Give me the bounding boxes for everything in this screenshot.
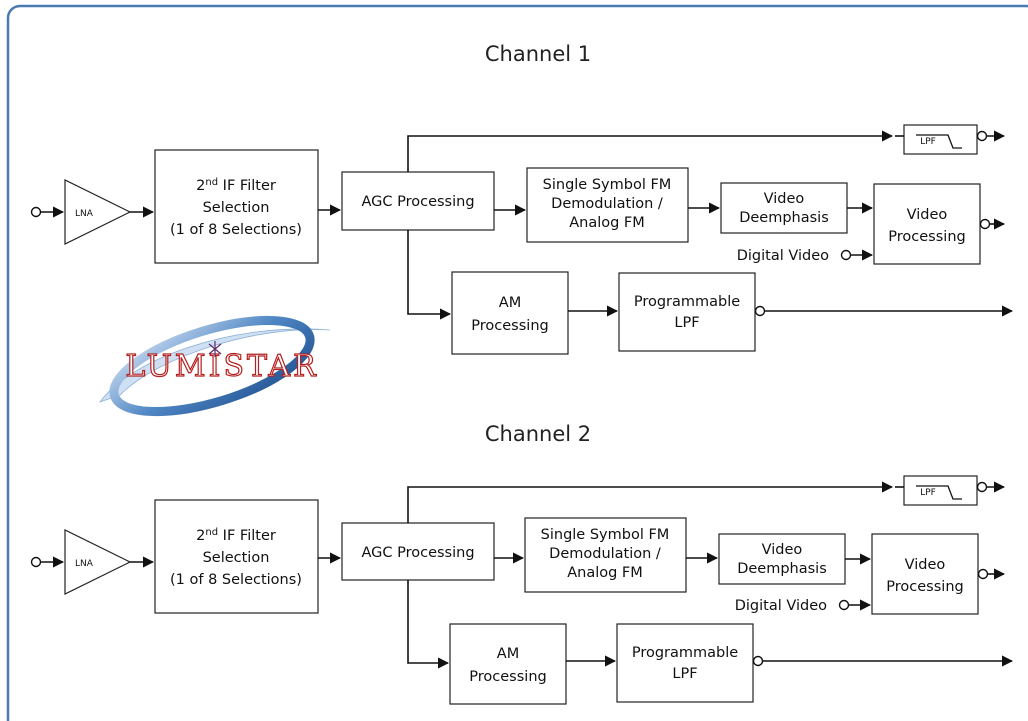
input-port — [30, 206, 42, 218]
am-processing-block — [451, 271, 569, 355]
video-proc-line1: Video — [905, 557, 946, 573]
wire — [407, 580, 450, 669]
am-proc-line1: AM — [499, 295, 521, 311]
digital-video-port — [838, 599, 850, 611]
lna-label: LNA — [75, 559, 94, 569]
video-proc-line2: Processing — [886, 579, 963, 595]
demod-line3: Analog FM — [569, 215, 645, 231]
agc-label: AGC Processing — [361, 545, 474, 561]
wire — [407, 130, 894, 172]
video-processing-block — [871, 533, 979, 615]
wire — [407, 230, 452, 320]
agc-block — [341, 522, 495, 581]
lumistar-logo: LUMISTAR — [98, 315, 331, 417]
output-port — [976, 481, 988, 493]
agc-block — [341, 171, 495, 231]
lna-label: LNA — [75, 209, 94, 219]
if-filter-line1: 2nd IF Filter — [196, 177, 276, 194]
output-port — [976, 130, 988, 142]
demod-line2: Demodulation / — [549, 546, 661, 562]
if-filter-block — [154, 499, 319, 614]
prog-lpf-line2: LPF — [672, 666, 697, 682]
lpf-small-label: LPF — [920, 137, 936, 147]
input-port — [30, 556, 42, 568]
lna-amplifier — [64, 179, 132, 245]
outer-frame — [6, 4, 1028, 721]
deemph-line1: Video — [764, 191, 805, 207]
deemph-line2: Deemphasis — [737, 561, 827, 577]
am-proc-line1: AM — [497, 646, 519, 662]
output-port — [977, 568, 989, 580]
if-filter-line1: 2nd IF Filter — [196, 527, 276, 544]
digital-video-port — [840, 249, 852, 261]
demod-block — [526, 167, 689, 243]
demod-block — [524, 517, 687, 593]
if-filter-line3: (1 of 8 Selections) — [170, 572, 302, 588]
demod-line1: Single Symbol FM — [541, 527, 670, 543]
lna-amplifier — [64, 529, 132, 595]
demod-line2: Demodulation / — [551, 196, 663, 212]
output-port — [754, 305, 766, 317]
output-port — [752, 655, 764, 667]
programmable-lpf-block — [616, 623, 754, 703]
deemphasis-block — [718, 533, 846, 585]
channel-1: Channel 1 LNA 2nd IF Filter Selection (1… — [30, 42, 1014, 355]
if-filter-line3: (1 of 8 Selections) — [170, 222, 302, 238]
if-filter-block — [154, 149, 319, 264]
am-proc-line2: Processing — [469, 669, 546, 685]
wire — [407, 481, 894, 523]
lpf-small-block — [903, 124, 978, 155]
logo-text: LUMISTAR — [125, 349, 318, 384]
video-proc-line1: Video — [907, 207, 948, 223]
channel-title: Channel 1 — [485, 42, 591, 66]
agc-label: AGC Processing — [361, 194, 474, 210]
prog-lpf-line2: LPF — [674, 315, 699, 331]
digital-video-label: Digital Video — [737, 248, 829, 264]
am-proc-line2: Processing — [471, 318, 548, 334]
logo-star-icon — [208, 341, 222, 357]
if-filter-line2: Selection — [203, 550, 270, 566]
channel-title: Channel 2 — [485, 422, 591, 446]
logo-ring — [109, 315, 315, 417]
programmable-lpf-block — [618, 272, 756, 352]
video-processing-block — [873, 183, 981, 265]
lowpass-curve-icon — [916, 485, 962, 500]
digital-video-label: Digital Video — [735, 598, 827, 614]
am-processing-block — [449, 623, 567, 705]
channel-2: Channel 2 LNA 2nd IF Filter Selection (1… — [30, 422, 1014, 705]
deemph-line2: Deemphasis — [739, 210, 829, 226]
demod-line1: Single Symbol FM — [543, 177, 672, 193]
deemph-line1: Video — [762, 542, 803, 558]
prog-lpf-line1: Programmable — [632, 645, 738, 661]
if-filter-line2: Selection — [203, 200, 270, 216]
video-proc-line2: Processing — [888, 229, 965, 245]
prog-lpf-line1: Programmable — [634, 294, 740, 310]
deemphasis-block — [720, 182, 848, 234]
lpf-small-label: LPF — [920, 488, 936, 498]
demod-line3: Analog FM — [567, 565, 643, 581]
output-port — [979, 218, 991, 230]
lowpass-curve-icon — [916, 134, 962, 149]
lpf-small-block — [903, 475, 978, 506]
